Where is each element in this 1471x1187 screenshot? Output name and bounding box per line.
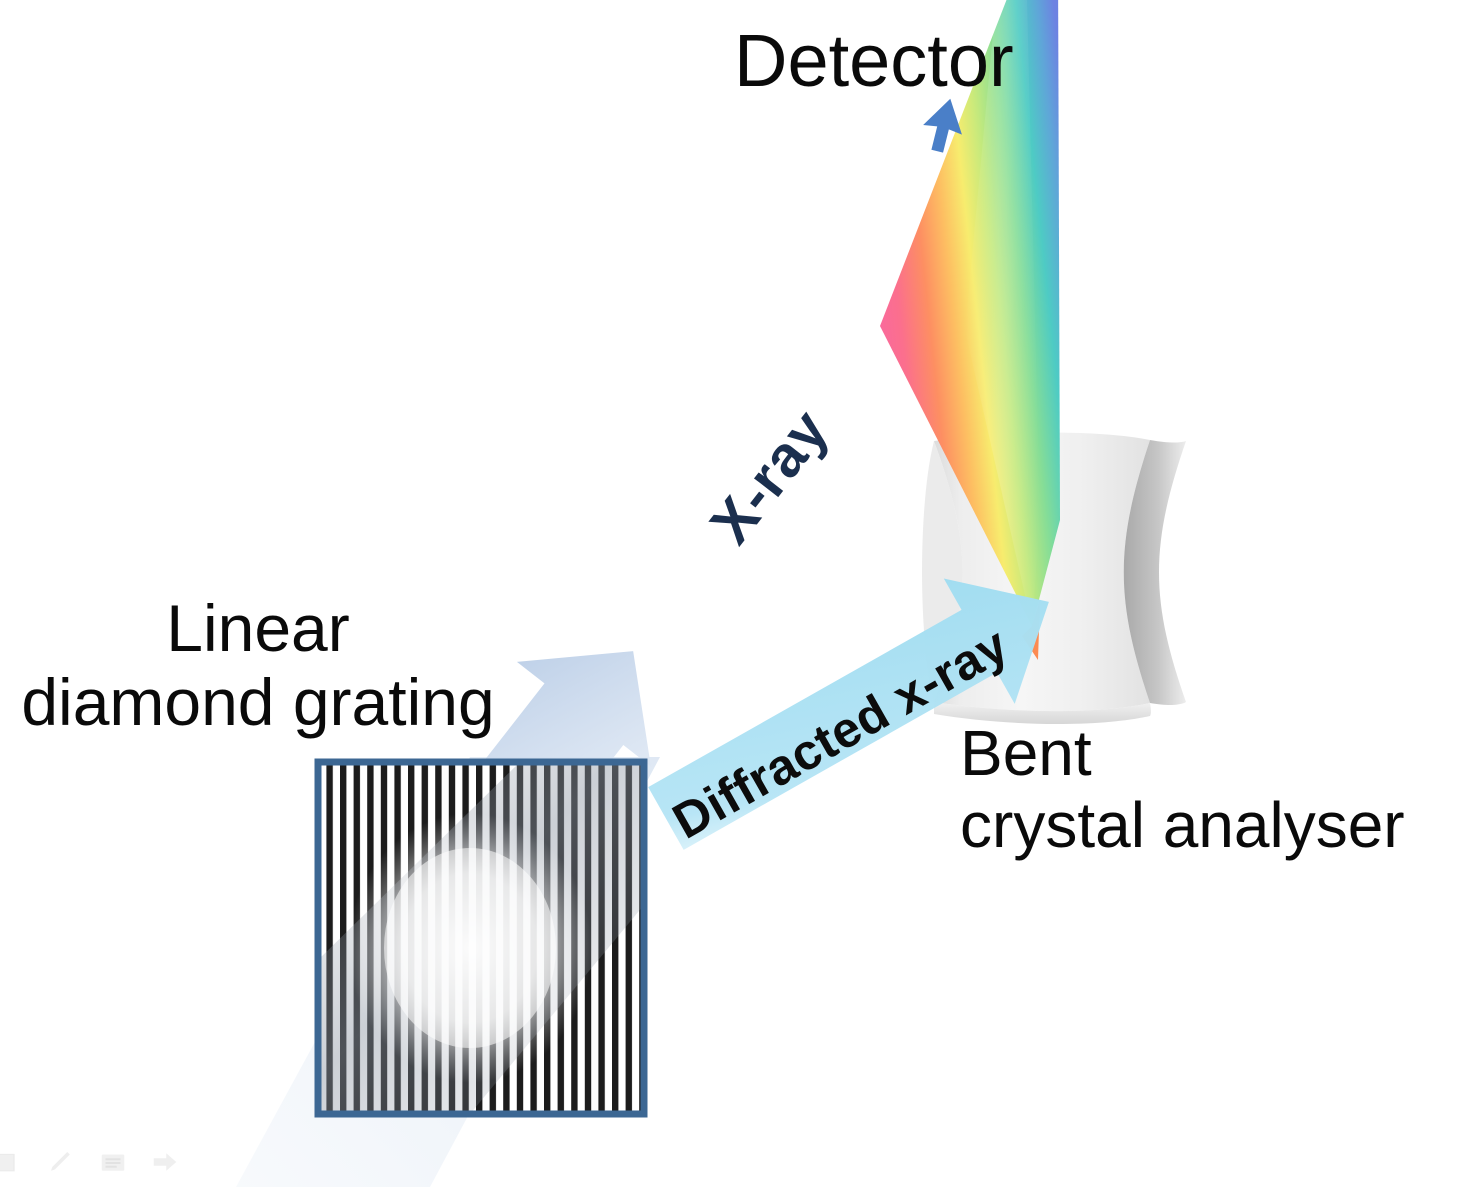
detector-label: Detector	[734, 19, 1014, 102]
arrow-right-icon[interactable]	[150, 1147, 180, 1177]
linear-diamond-grating	[314, 758, 648, 1118]
grating-label-line1: Linear	[166, 591, 350, 665]
square-icon[interactable]	[0, 1147, 24, 1177]
crystal-label-line2: crystal analyser	[960, 788, 1405, 861]
grating-label-line2: diamond grating	[21, 664, 495, 739]
crystal-label-line1: Bent	[960, 717, 1092, 789]
detector-arrow-icon	[923, 98, 962, 153]
grating-label: Linear diamond grating	[8, 591, 508, 740]
diffracted-xray-arrow	[648, 578, 1049, 850]
lines-icon[interactable]	[98, 1147, 128, 1177]
pencil-icon[interactable]	[46, 1147, 76, 1177]
crystal-label: Bent crystal analyser	[960, 717, 1405, 861]
floating-toolbar[interactable]	[0, 1147, 180, 1177]
